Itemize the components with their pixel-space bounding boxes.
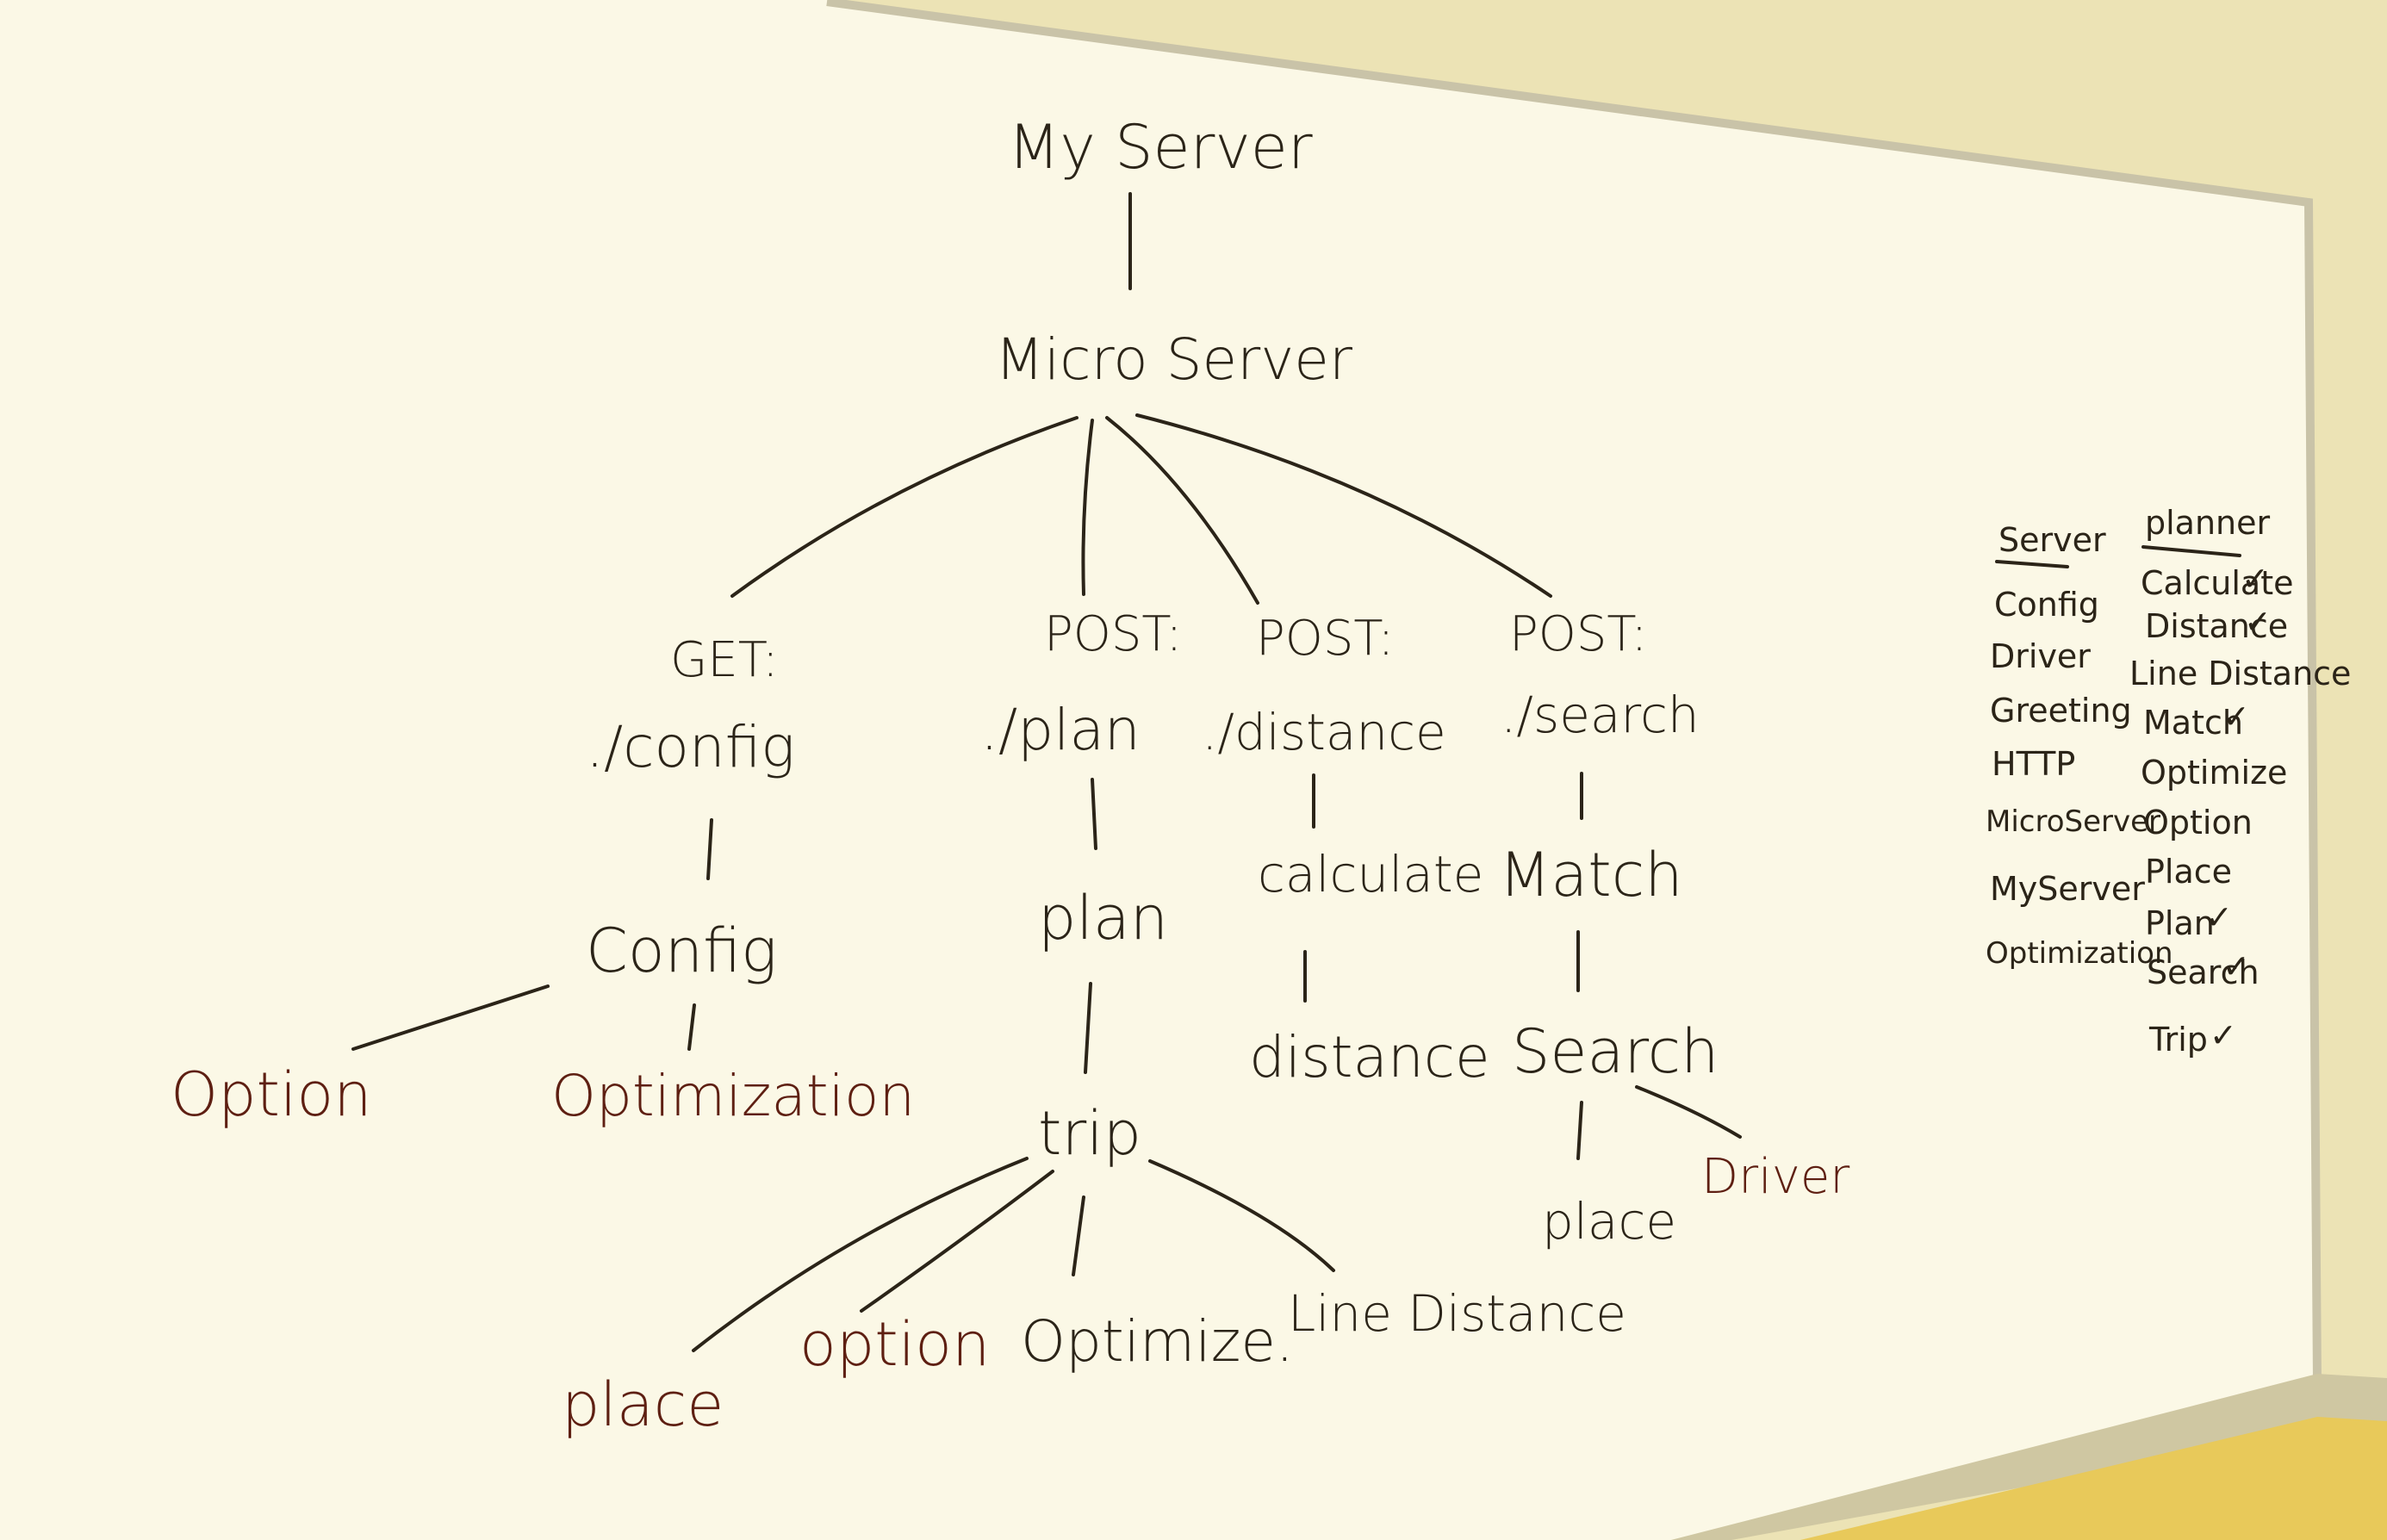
driver-node: Driver — [1701, 1149, 1849, 1205]
plan-node: plan — [1038, 883, 1168, 953]
planner-item: Line Distance — [2129, 655, 2351, 692]
match-node: Match — [1499, 840, 1683, 910]
server-list-header: Server — [1998, 521, 2106, 559]
whiteboard-surface — [0, 0, 2317, 1540]
planner-item: Optimize — [2141, 754, 2287, 792]
planner-item: Calculate — [2141, 564, 2293, 602]
planner-item: Distance — [2145, 607, 2288, 645]
whiteboard-frame — [826, 0, 2322, 1383]
option-node-2: option — [799, 1309, 990, 1380]
col4-method: POST: — [1509, 606, 1647, 662]
planner-item: Search — [2147, 953, 2260, 991]
optimize-node: Optimize. — [1021, 1308, 1294, 1375]
col2-path: ./plan — [980, 697, 1141, 763]
place-node: place — [562, 1369, 724, 1440]
planner-item: Plan — [2145, 904, 2215, 942]
planner-item: Place — [2145, 853, 2232, 891]
check-icon: ✓ — [2222, 947, 2250, 985]
planner-list-header: planner — [2145, 504, 2271, 542]
col2-method: POST: — [1044, 606, 1182, 662]
tray-front — [1800, 1417, 2387, 1540]
check-icon: ✓ — [2222, 698, 2250, 736]
server-item: Config — [1994, 586, 2099, 624]
col4-path: ./search — [1501, 686, 1700, 744]
check-icon: ✓ — [2210, 1016, 2237, 1054]
distance-node: distance — [1249, 1024, 1490, 1090]
planner-item: Trip — [2148, 1021, 2208, 1059]
server-item: Greeting — [1990, 692, 2132, 730]
server-item: MyServer — [1990, 870, 2145, 908]
marker-tray — [1671, 1374, 2387, 1540]
check-icon: ✓ — [2244, 603, 2272, 641]
root-node: My Server — [1008, 112, 1313, 183]
planner-item: Match — [2143, 704, 2243, 742]
col1-path: ./config — [586, 714, 795, 780]
search-node: Search — [1512, 1016, 1719, 1087]
calculate-node: calculate — [1258, 845, 1483, 904]
option-node: Option — [171, 1059, 372, 1130]
planner-item: Option — [2143, 804, 2253, 841]
server-item: Optimization — [1986, 936, 2173, 971]
line-distance-node: Line Distance — [1288, 1284, 1626, 1343]
architecture-tree: My Server Micro Server GET: ./config Con… — [171, 112, 1849, 1440]
trip-node: trip — [1038, 1098, 1141, 1169]
server-item: MicroServer — [1986, 804, 2160, 839]
tree-connectors — [351, 192, 1742, 1352]
check-icon: ✓ — [2241, 560, 2269, 598]
check-icon: ✓ — [2205, 898, 2233, 936]
server-list: Server Config Driver Greeting HTTP Micro… — [1986, 521, 2173, 971]
planner-list: planner Calculate ✓ Distance ✓ Line Dist… — [2129, 504, 2351, 1059]
server-item: Driver — [1990, 637, 2091, 675]
server-item: HTTP — [1992, 745, 2075, 783]
col1-method: GET: — [670, 632, 779, 688]
optimization-node: Optimization — [551, 1063, 915, 1129]
place-node-2: place — [1542, 1192, 1676, 1251]
config-node: Config — [586, 916, 777, 986]
col3-method: POST: — [1256, 611, 1394, 667]
micro-server-node: Micro Server — [995, 326, 1353, 393]
col3-path: ./distance — [1202, 703, 1446, 761]
